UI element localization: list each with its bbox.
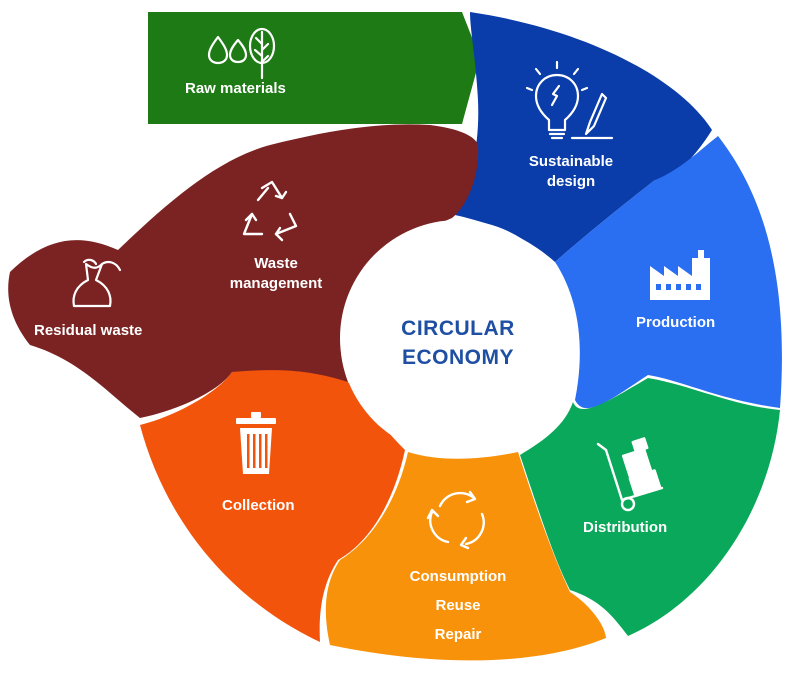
label-production: Production	[636, 314, 716, 331]
label-consumption-line1: Consumption	[409, 568, 507, 585]
label-consumption: Consumption Reuse Repair	[398, 562, 518, 649]
factory-icon	[650, 250, 710, 300]
center-title: CIRCULAR ECONOMY	[368, 314, 548, 372]
segment-distribution	[520, 378, 780, 636]
label-waste-management-line1: Waste	[254, 255, 298, 272]
center-title-line1: CIRCULAR	[401, 317, 515, 340]
segment-collection	[140, 366, 405, 642]
trash-bin-icon	[236, 412, 276, 474]
label-sustainable-design: Sustainable design	[512, 152, 630, 192]
label-waste-management-line2: management	[229, 275, 323, 292]
label-sustainable-design-line2: design	[546, 173, 596, 190]
label-residual-waste: Residual waste	[34, 322, 143, 339]
segment-consumption	[325, 452, 606, 661]
label-waste-management: Waste management	[214, 254, 338, 294]
hand-truck-boxes-icon	[596, 437, 664, 512]
garbage-bag-icon	[72, 258, 122, 308]
recycle-icon	[242, 180, 298, 242]
segment-raw-materials	[148, 12, 480, 124]
center-disc	[340, 220, 576, 456]
label-collection: Collection	[222, 497, 295, 514]
center-title-line2: ECONOMY	[401, 346, 514, 369]
label-consumption-line2: Reuse	[435, 597, 481, 614]
water-drops-and-tree-icon	[207, 27, 276, 80]
label-sustainable-design-line1: Sustainable	[528, 153, 614, 170]
segment-waste-management	[8, 124, 479, 418]
label-raw-materials: Raw materials	[185, 80, 286, 97]
label-distribution: Distribution	[583, 519, 668, 536]
label-consumption-line3: Repair	[434, 626, 482, 643]
circular-arrows-icon	[426, 490, 485, 550]
lightbulb-and-pencil-icon	[525, 60, 614, 140]
